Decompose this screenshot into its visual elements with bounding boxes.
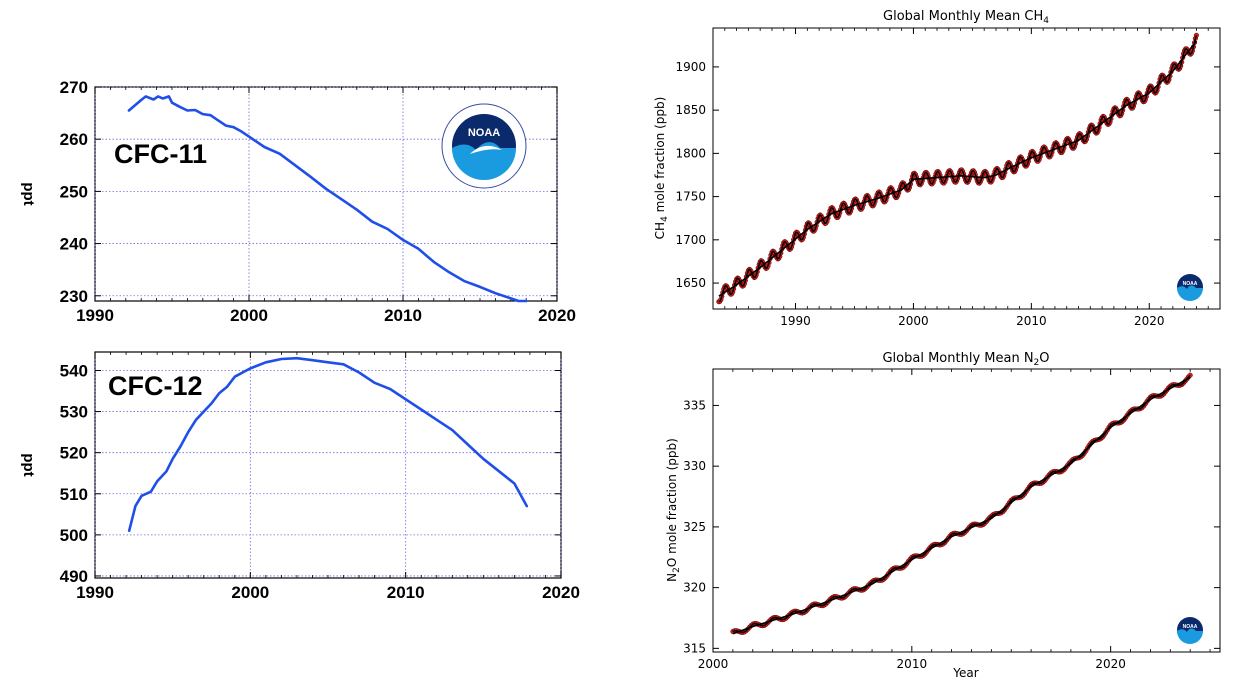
y-tick-label: 335 (683, 398, 706, 412)
cfc11-series-line (127, 95, 528, 303)
ch4-monthly-line (718, 35, 1198, 303)
y-tick-label: 270 (60, 78, 88, 97)
cfc11-series (127, 95, 528, 303)
ch4-ticks (712, 28, 1221, 309)
cfc11-tick-labels: 1990 2000 2010 2020 230 240 250 260 270 (60, 78, 576, 325)
x-tick-label: 1990 (76, 583, 114, 602)
x-tick-label: 2010 (387, 583, 425, 602)
x-tick-label: 2010 (1016, 314, 1047, 328)
n2o-title: Global Monthly Mean N2O (882, 351, 1049, 368)
noaa-logo-small: NOAA (1177, 617, 1203, 644)
y-tick-label: 540 (60, 361, 88, 380)
ch4-chart: 1990 2000 2010 2020 1650 1700 1750 1800 1850 1900… (653, 9, 1221, 328)
ch4-tick-labels: 1990 2000 2010 2020 1650 1700 1750 1800 1850 1900 (675, 60, 1164, 328)
y-tick-label: 490 (60, 567, 88, 586)
noaa-logo-small: NOAA (1177, 274, 1203, 301)
y-tick-label: 510 (60, 485, 88, 504)
ch4-series (716, 32, 1199, 305)
ch4-trend-line (718, 40, 1198, 297)
ch4-plot-frame (712, 27, 1221, 310)
x-tick-label: 2020 (542, 583, 580, 602)
n2o-series (730, 372, 1193, 635)
n2o-tick-labels: 2000 2010 2020 315 320 325 330 335 (683, 398, 1126, 671)
y-tick-label: 330 (683, 459, 706, 473)
y-tick-label: 1700 (675, 233, 706, 247)
cfc12-chart: 1990 2000 2010 2020 490 500 510 520 530 540 CFC-1… (20, 351, 580, 602)
y-tick-label: 520 (60, 444, 88, 463)
x-tick-label: 2010 (384, 306, 422, 325)
n2o-ylabel: N2O mole fraction (ppb) (665, 438, 682, 582)
cfc12-series-line (127, 356, 529, 533)
y-tick-label: 1800 (675, 146, 706, 160)
y-tick-label: 1650 (675, 276, 706, 290)
noaa-logo-small-text: NOAA (1183, 281, 1198, 287)
y-tick-label: 260 (60, 130, 88, 149)
ch4-title: Global Monthly Mean CH4 (883, 9, 1049, 26)
y-tick-label: 1750 (675, 190, 706, 204)
cfc12-label: CFC-12 (108, 371, 203, 401)
x-tick-label: 2020 (538, 306, 576, 325)
x-tick-label: 2020 (1134, 314, 1165, 328)
y-tick-label: 315 (683, 641, 706, 655)
y-tick-label: 325 (683, 520, 706, 534)
cfc12-ticks (94, 352, 562, 578)
noaa-logo-small-text: NOAA (1183, 624, 1198, 630)
n2o-trend-line (732, 376, 1191, 635)
noaa-logo-text: NOAA (468, 127, 500, 139)
x-tick-label: 2000 (230, 306, 268, 325)
y-tick-label: 1850 (675, 103, 706, 117)
ch4-ylabel: CH4 mole fraction (ppb) (653, 97, 670, 240)
y-tick-label: 500 (60, 526, 88, 545)
cfc11-label: CFC-11 (114, 139, 207, 169)
y-tick-label: 320 (683, 581, 706, 595)
cfc11-ylabel: ppt (20, 182, 37, 205)
y-tick-label: 240 (60, 235, 88, 254)
y-tick-label: 230 (60, 287, 88, 306)
cfc12-series (127, 356, 529, 533)
cfc12-ylabel: ppt (20, 453, 37, 476)
cfc11-ticks (94, 86, 558, 301)
y-tick-label: 1900 (675, 60, 706, 74)
n2o-xlabel: Year (952, 666, 978, 680)
n2o-ticks (712, 369, 1220, 652)
n2o-monthly-line (732, 374, 1191, 634)
cfc12-tick-labels: 1990 2000 2010 2020 490 500 510 520 530 540 (60, 361, 580, 602)
cfc11-chart: 1990 2000 2010 2020 230 240 250 260 270 CFC-11 p… (20, 78, 576, 325)
n2o-chart: 2000 2010 2020 315 320 325 330 335 Global Month… (665, 351, 1221, 680)
x-tick-label: 1990 (780, 314, 811, 328)
x-tick-label: 2000 (898, 314, 929, 328)
n2o-plot-frame (712, 368, 1221, 653)
x-tick-label: 2000 (698, 657, 729, 671)
noaa-logo: NOAA (441, 103, 527, 189)
y-tick-label: 530 (60, 403, 88, 422)
x-tick-label: 2020 (1095, 657, 1126, 671)
x-tick-label: 2000 (231, 583, 269, 602)
y-tick-label: 250 (60, 182, 88, 201)
x-tick-label: 1990 (76, 306, 114, 325)
x-tick-label: 2010 (897, 657, 928, 671)
